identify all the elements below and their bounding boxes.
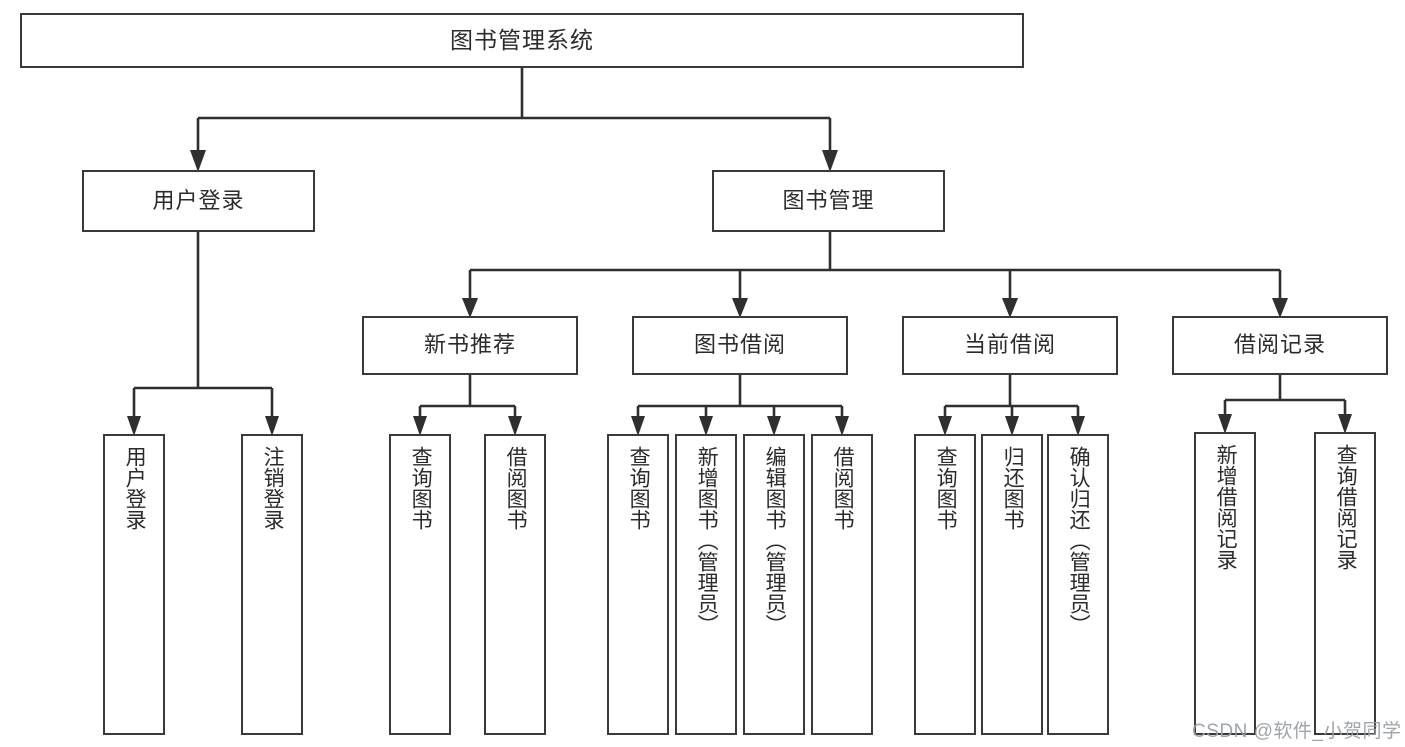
leaf-record-add-record[interactable]: 新增借阅记录 — [1194, 432, 1256, 735]
leaf-logout[interactable]: 注销登录 — [241, 434, 303, 735]
node-label: 新增借阅记录 — [1214, 444, 1238, 570]
node-label: 借阅记录 — [1233, 332, 1326, 358]
node-label: 查询图书 — [627, 446, 651, 530]
leaf-current-confirm-return-admin[interactable]: 确认归还（管理员） — [1047, 434, 1109, 735]
leaf-borrow-query-book[interactable]: 查询图书 — [607, 434, 669, 735]
node-label: 查询图书 — [409, 446, 433, 530]
leaf-record-query-record[interactable]: 查询借阅记录 — [1314, 432, 1376, 735]
node-user-login[interactable]: 用户登录 — [82, 170, 315, 232]
node-label: 借阅图书 — [831, 446, 855, 530]
node-borrow-record[interactable]: 借阅记录 — [1172, 316, 1388, 375]
node-label: 查询借阅记录 — [1334, 444, 1358, 570]
node-new-book-recommend[interactable]: 新书推荐 — [362, 316, 578, 375]
node-label: 确认归还（管理员） — [1067, 446, 1091, 635]
leaf-current-return-book[interactable]: 归还图书 — [981, 434, 1043, 735]
leaf-borrow-edit-book-admin[interactable]: 编辑图书（管理员） — [743, 434, 805, 735]
node-label: 查询图书 — [934, 446, 958, 530]
node-root-system[interactable]: 图书管理系统 — [20, 13, 1024, 68]
csdn-watermark: CSDN @软件_小贺同学 — [1192, 721, 1402, 742]
node-label: 图书借阅 — [693, 332, 786, 358]
leaf-newbook-borrow-book[interactable]: 借阅图书 — [484, 434, 546, 735]
node-label: 新书推荐 — [423, 332, 516, 358]
leaf-borrow-add-book-admin[interactable]: 新增图书（管理员） — [675, 434, 737, 735]
leaf-borrow-borrow-book[interactable]: 借阅图书 — [811, 434, 873, 735]
node-label: 当前借阅 — [963, 332, 1056, 358]
node-book-borrow[interactable]: 图书借阅 — [632, 316, 848, 375]
node-label: 注销登录 — [261, 446, 285, 530]
node-label: 编辑图书（管理员） — [763, 446, 787, 635]
node-current-borrow[interactable]: 当前借阅 — [902, 316, 1118, 375]
node-label: 图书管理 — [782, 187, 875, 213]
node-book-management[interactable]: 图书管理 — [712, 170, 945, 232]
node-label: 借阅图书 — [504, 446, 528, 530]
node-label: 图书管理系统 — [450, 26, 594, 53]
leaf-newbook-query-book[interactable]: 查询图书 — [389, 434, 451, 735]
leaf-current-query-book[interactable]: 查询图书 — [914, 434, 976, 735]
leaf-user-login[interactable]: 用户登录 — [103, 434, 165, 735]
node-label: 用户登录 — [123, 446, 147, 530]
node-label: 用户登录 — [152, 187, 245, 213]
node-label: 新增图书（管理员） — [695, 446, 719, 635]
node-label: 归还图书 — [1001, 446, 1025, 530]
